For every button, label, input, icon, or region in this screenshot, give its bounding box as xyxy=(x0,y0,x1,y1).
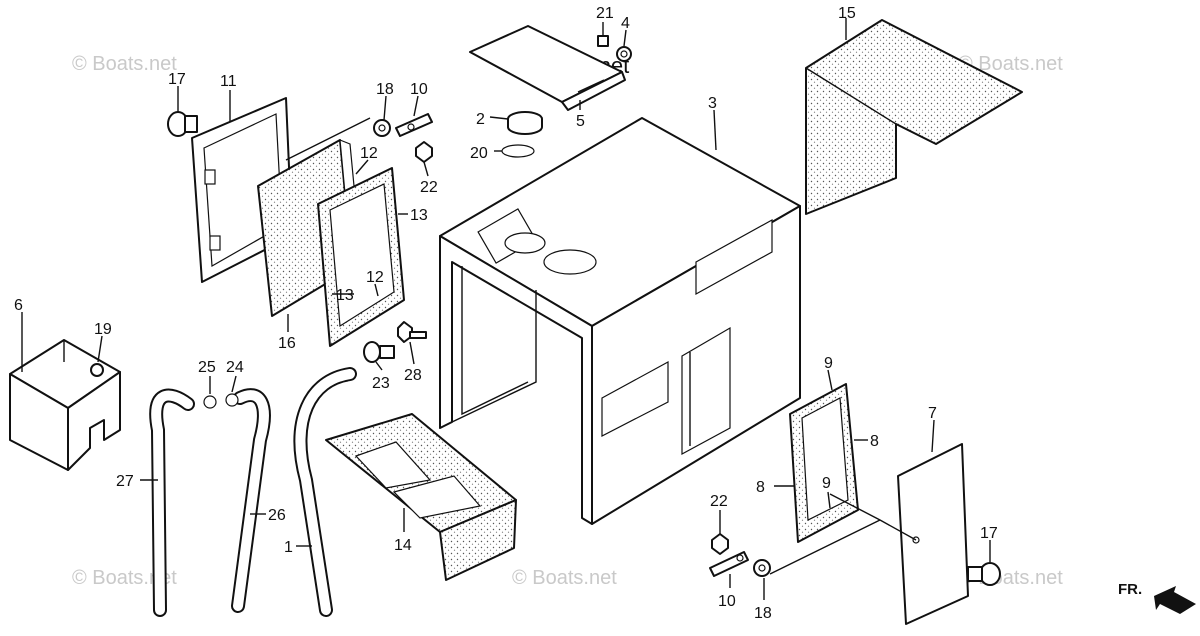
watermark: © Boats.net xyxy=(72,53,177,75)
watermark: © Boats.net xyxy=(512,567,617,589)
callout-label: 6 xyxy=(14,297,23,314)
callout-label: 9 xyxy=(822,475,831,492)
part-cap xyxy=(501,111,543,158)
callout-label: 19 xyxy=(94,321,112,338)
callout-label: 17 xyxy=(980,525,998,542)
part-cover-sheet xyxy=(805,19,1023,215)
callout-label: 17 xyxy=(168,71,186,88)
callout-label: 8 xyxy=(870,433,879,450)
part-knob-top xyxy=(167,111,198,137)
callout-label: 12 xyxy=(360,145,378,162)
callout-label: 10 xyxy=(410,81,428,98)
callout-label: 22 xyxy=(710,493,728,510)
part-tray xyxy=(325,413,517,581)
part-screw-19 xyxy=(90,363,104,377)
part-hoses xyxy=(149,367,357,617)
part-lid xyxy=(469,25,626,111)
leader-lines xyxy=(21,18,991,600)
callout-label: 14 xyxy=(394,537,412,554)
callout-label: 27 xyxy=(116,473,134,490)
part-rear-gasket xyxy=(789,383,859,543)
part-gasket-frame xyxy=(317,167,405,347)
callout-label: 13 xyxy=(410,207,428,224)
watermark: © Boats.net xyxy=(958,53,1063,75)
callout-label: 4 xyxy=(621,15,630,32)
part-clamps xyxy=(203,393,239,409)
callout-label: 26 xyxy=(268,507,286,524)
callout-label: 20 xyxy=(470,145,488,162)
watermark-layer: © Boats.net © Boats.net © Boats.net © Bo… xyxy=(72,53,1063,589)
callout-label: 11 xyxy=(220,73,237,90)
part-housing xyxy=(439,117,801,525)
callout-label: 7 xyxy=(928,405,937,422)
callout-label: 18 xyxy=(754,605,772,622)
front-marker: FR. xyxy=(1118,581,1196,614)
callout-label: 13 xyxy=(336,287,354,304)
callout-label: 8 xyxy=(756,479,765,496)
watermark: © Boats.net xyxy=(72,567,177,589)
callout-label: 3 xyxy=(708,95,717,112)
callout-label: 10 xyxy=(718,593,736,610)
callout-label: 15 xyxy=(838,5,856,22)
front-marker-label: FR. xyxy=(1118,581,1142,598)
callout-label: 23 xyxy=(372,375,390,392)
callout-label: 5 xyxy=(576,113,585,130)
callout-label: 16 xyxy=(278,335,296,352)
callout-label: 22 xyxy=(420,179,438,196)
callout-label: 1 xyxy=(284,539,293,556)
callout-label: 21 xyxy=(596,5,614,22)
callout-label: 9 xyxy=(824,355,833,372)
callout-label: 2 xyxy=(476,111,485,128)
part-bracket xyxy=(9,339,121,471)
callout-label: 25 xyxy=(198,359,216,376)
callout-label: 24 xyxy=(226,359,244,376)
part-hardware-upper xyxy=(373,113,433,163)
part-hardware-lower xyxy=(709,519,1001,586)
callout-label: 28 xyxy=(404,367,422,384)
part-hardware-middle xyxy=(363,321,427,363)
callout-label: 18 xyxy=(376,81,394,98)
part-rear-panel xyxy=(829,443,969,625)
callout-label: 12 xyxy=(366,269,384,286)
callout-layer: 21 4 15 17 11 18 10 2 5 3 20 12 22 13 12… xyxy=(14,5,998,622)
